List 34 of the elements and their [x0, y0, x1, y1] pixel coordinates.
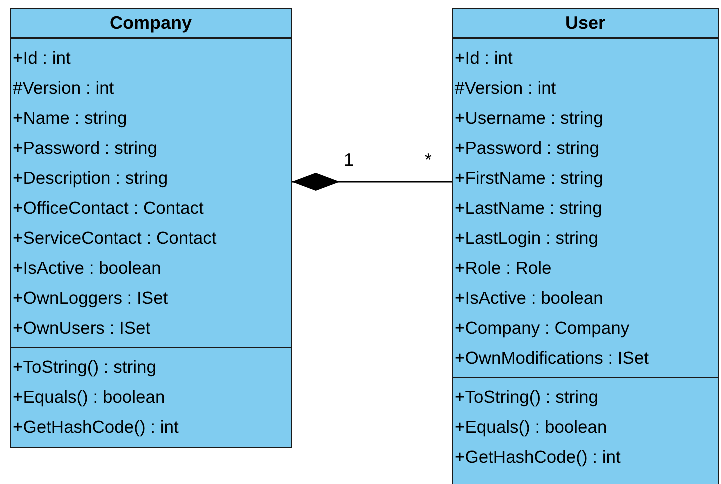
class-operation: +Equals() : boolean	[455, 416, 608, 439]
class-attribute: +ServiceContact : Contact	[13, 227, 218, 250]
class-attribute: +OwnUsers : ISet	[13, 317, 152, 340]
class-operation: +ToString() : string	[455, 386, 600, 409]
class-attribute: #Version : int	[455, 77, 558, 100]
class-operation: +ToString() : string	[13, 356, 158, 379]
class-attribute: +OfficeContact : Contact	[13, 197, 205, 220]
class-attribute: +Username : string	[455, 107, 604, 130]
class-name: Company	[11, 9, 291, 38]
class-operation: +GetHashCode() : int	[455, 446, 622, 469]
class-attribute: +Id : int	[13, 47, 72, 70]
class-attribute: +FirstName : string	[455, 167, 604, 190]
multiplicity-label: *	[425, 150, 432, 171]
class-attribute: +IsActive : boolean	[13, 257, 162, 280]
class-attribute: +Name : string	[13, 107, 128, 130]
composition-connector	[292, 173, 452, 191]
class-attribute: +Password : string	[455, 137, 600, 160]
class-attribute: +Description : string	[13, 167, 170, 190]
class-name: User	[453, 9, 718, 38]
class-attribute: +Password : string	[13, 137, 158, 160]
class-attribute: +LastLogin : string	[455, 227, 600, 250]
class-attribute: +OwnLoggers : ISet	[13, 287, 170, 310]
class-operation: +Equals() : boolean	[13, 386, 166, 409]
class-attribute: +IsActive : boolean	[455, 287, 604, 310]
class-attribute: #Version : int	[13, 77, 116, 100]
class-operation: +GetHashCode() : int	[13, 416, 180, 439]
class-attribute: +OwnModifications : ISet	[455, 347, 650, 370]
multiplicity-label: 1	[344, 150, 354, 171]
class-attribute: +Id : int	[455, 47, 514, 70]
class-box	[452, 8, 719, 484]
class-box	[10, 8, 292, 448]
class-attribute: +Company : Company	[455, 317, 631, 340]
class-attribute: +LastName : string	[455, 197, 604, 220]
class-attribute: +Role : Role	[455, 257, 553, 280]
